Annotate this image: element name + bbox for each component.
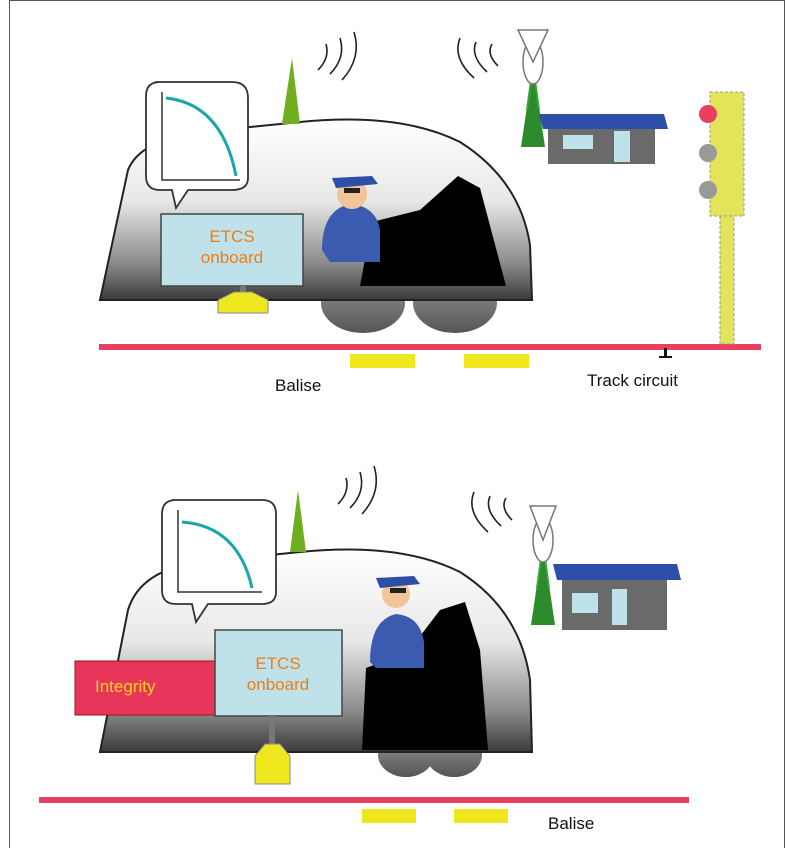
bottom-integrity-label: Integrity xyxy=(95,677,155,697)
top-track-circuit-label: Track circuit xyxy=(587,371,678,391)
bottom-balise-2 xyxy=(454,809,508,823)
top-scene xyxy=(99,30,761,368)
top-etcs-onboard-text: ETCS onboard xyxy=(201,227,263,267)
bottom-etcs-onboard-label: ETCS onboard xyxy=(208,653,348,695)
bottom-scene xyxy=(39,466,689,823)
top-speed-curve-bubble xyxy=(146,82,248,208)
bottom-antenna-icon xyxy=(290,490,306,552)
top-radio-mast-icon xyxy=(518,30,548,147)
top-signal-icon xyxy=(699,92,744,344)
top-rail xyxy=(99,344,761,350)
bottom-speed-curve-bubble xyxy=(162,500,276,622)
top-antenna-icon xyxy=(282,58,300,124)
bottom-balise-1 xyxy=(362,809,416,823)
bottom-rail xyxy=(39,797,689,803)
bottom-radio-waves-icon xyxy=(338,466,512,532)
top-building-icon xyxy=(539,114,668,164)
top-radio-waves-icon xyxy=(318,32,498,80)
top-balise-2 xyxy=(464,354,529,368)
bottom-building-icon xyxy=(553,564,681,630)
bottom-balise-label: Balise xyxy=(548,814,594,834)
bottom-etcs-onboard-text: ETCS onboard xyxy=(247,654,309,694)
bottom-radio-mast-icon xyxy=(530,506,556,625)
top-balise-1 xyxy=(350,354,415,368)
top-etcs-onboard-label: ETCS onboard xyxy=(162,226,302,268)
top-balise-label: Balise xyxy=(275,376,321,396)
